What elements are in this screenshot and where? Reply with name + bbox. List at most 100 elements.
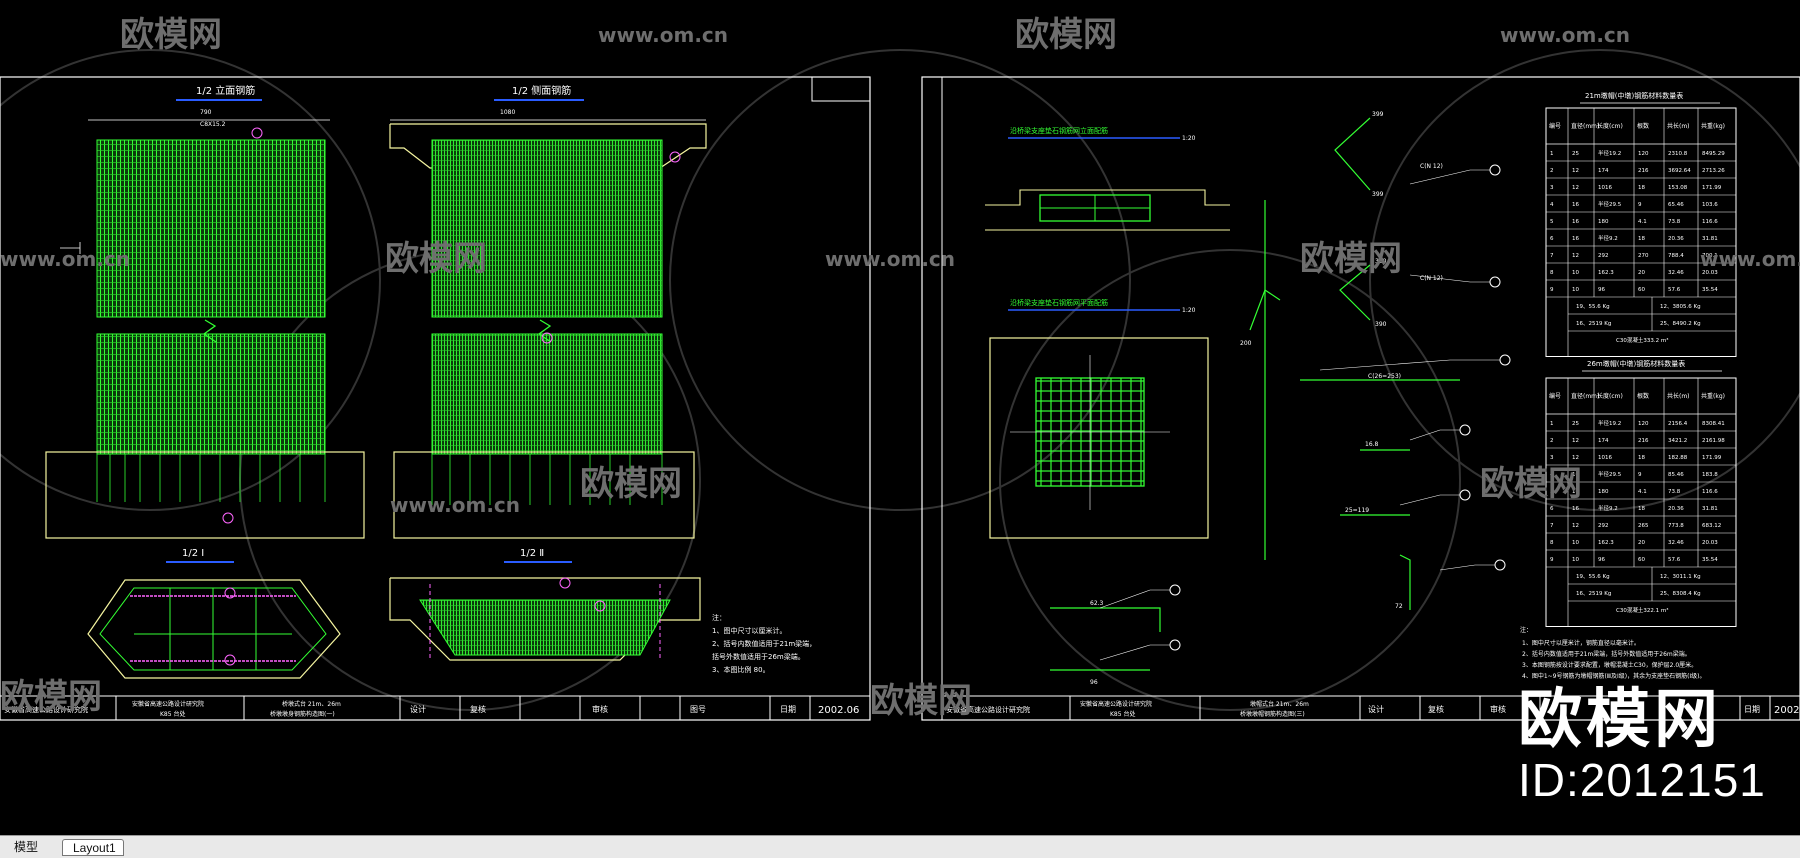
sheet1-tb-dwg1: 桥墩式台 21m、26m [282, 700, 341, 708]
table-cell: 162.3 [1598, 270, 1614, 276]
table-cell: 265 [1638, 523, 1649, 529]
svg-text:C(26=253): C(26=253) [1368, 373, 1401, 380]
table-cell: 73.8 [1668, 219, 1681, 225]
table-cell: 3421.2 [1668, 438, 1687, 444]
watermark-brand: 欧模网 [580, 464, 682, 504]
view1-title: 1/2 立面钢筋 [196, 84, 255, 97]
detail2-title: 沿桥梁支座垫石钢筋网平面配筋 [1010, 298, 1108, 307]
table-cell: 32.46 [1668, 540, 1684, 546]
elevation-view-1: 1/2 立面钢筋 790 C8X15.2 [45, 84, 365, 539]
watermark-brand: 欧模网 [385, 239, 487, 279]
table-cell: 8 [1550, 270, 1554, 276]
table-header: 编号 [1549, 392, 1561, 400]
table-cell: 10 [1572, 557, 1579, 563]
view1-footing [45, 451, 365, 539]
watermark-brand: 欧模网 [0, 677, 102, 717]
table-sum: 16、2519 Kg [1576, 321, 1611, 327]
table-cell: 216 [1638, 168, 1649, 174]
sheet-1: 1/2 立面钢筋 790 C8X15.2 [0, 76, 871, 721]
table-cell: 半径9.2 [1598, 234, 1618, 242]
svg-text:25=119: 25=119 [1345, 507, 1369, 514]
table-cell: 2310.8 [1668, 151, 1688, 157]
table-cell: 12 [1572, 523, 1579, 529]
watermark-row-low: 欧模网 www.om.cn 欧模网 欧模网 欧模网 [0, 464, 1582, 721]
tab-model[interactable]: 模型 [14, 840, 39, 854]
cad-model-space[interactable]: 1/2 立面钢筋 790 C8X15.2 [0, 0, 1800, 835]
table-cell: 20.36 [1668, 236, 1684, 242]
sheet1-title-block: 安徽省高速公路设计研究院 安徽省高速公路设计研究院 K85 台处 桥墩式台 21… [0, 695, 871, 721]
table-cell: 1 [1550, 421, 1554, 427]
section1-title: 1/2 Ⅰ [182, 548, 204, 559]
table-header: 共长(m) [1667, 122, 1690, 130]
table-cell: 18 [1638, 506, 1645, 512]
sheet2-tb-design: 设计 [1368, 704, 1384, 714]
sheet1-tb-dwg2: 桥墩墩身钢筋构造图(一) [270, 710, 335, 718]
watermark-brand: 欧模网 [870, 681, 972, 721]
table-cell: 1016 [1598, 455, 1612, 461]
table-cell: 216 [1638, 438, 1649, 444]
table-cell: 3692.64 [1668, 168, 1691, 174]
table-cell: 182.88 [1668, 455, 1688, 461]
sheet2-notes: 注： 1、图中尺寸以厘米计，钢筋直径以毫米计。 2、括号内数值适用于21m梁端，… [1520, 626, 1706, 680]
table-cell: 700.1 [1702, 253, 1718, 259]
svg-text:C(N 12): C(N 12) [1420, 275, 1443, 282]
table-header: 共长(m) [1667, 392, 1690, 400]
table-cell: 18 [1638, 185, 1645, 191]
watermark-logos: 欧模网 www.om.cn 欧模网 www.om.cn www.om.cn 欧模… [0, 15, 1800, 721]
table-sum: C30混凝土333.2 m³ [1616, 336, 1668, 344]
view1-dim-c: C8X15.2 [200, 121, 226, 128]
sheet2-notes-title: 注： [1520, 626, 1532, 634]
material-table-26m: 26m墩帽(中墩)钢筋材料数量表 编号直径(mm)长度(cm)根数共长(m)共重… [1545, 359, 1737, 627]
table-cell: 103.6 [1702, 202, 1718, 208]
table-cell: 18 [1638, 236, 1645, 242]
table1-title: 21m墩帽(中墩)钢筋材料数量表 [1585, 91, 1683, 100]
table-sum: 16、2519 Kg [1576, 591, 1611, 597]
table-cell: 2713.26 [1702, 168, 1725, 174]
table-header: 直径(mm) [1571, 392, 1599, 400]
svg-text:72: 72 [1395, 603, 1403, 610]
table-cell: 9 [1550, 287, 1554, 293]
table-cell: 25 [1572, 421, 1579, 427]
watermark-row-top: 欧模网 www.om.cn 欧模网 www.om.cn [120, 15, 1630, 55]
sheet1-tb-check: 审核 [592, 704, 608, 714]
sheet2-tb-date: 2002 [1774, 705, 1799, 716]
table-cell: 35.54 [1702, 557, 1718, 563]
sheet1-note-4: 3、本图比例 80。 [712, 665, 770, 674]
detail-2-plan: 沿桥梁支座垫石钢筋网平面配筋 1:20 [989, 298, 1209, 539]
sheet2-tb-check: 审核 [1490, 704, 1506, 714]
watermark-url: www.om.cn [0, 247, 130, 271]
section-view-2: 1/2 Ⅱ [389, 548, 701, 661]
table-cell: 2 [1550, 438, 1554, 444]
detail1-title: 沿桥梁支座垫石钢筋网立面配筋 [1010, 126, 1108, 135]
table-cell: 半径19.2 [1598, 419, 1621, 427]
table-cell: 4.1 [1638, 489, 1647, 495]
table-cell: 35.54 [1702, 287, 1718, 293]
table-cell: 12 [1572, 168, 1579, 174]
table-cell: 半径29.5 [1598, 470, 1622, 478]
svg-text:62.3: 62.3 [1090, 600, 1104, 607]
table-cell: 60 [1638, 557, 1645, 563]
table-header: 编号 [1549, 122, 1561, 130]
svg-text:399: 399 [1372, 111, 1384, 118]
table-cell: 16 [1572, 219, 1579, 225]
cad-drawing[interactable]: 1/2 立面钢筋 790 C8X15.2 [0, 0, 1800, 835]
sheet1-tb-org: 安徽省高速公路设计研究院 [4, 705, 88, 714]
table-cell: 半径29.5 [1598, 200, 1622, 208]
sheet2-tb-review: 复核 [1428, 704, 1444, 714]
table2-title: 26m墩帽(中墩)钢筋材料数量表 [1587, 359, 1685, 368]
sheet1-tb-org2: 安徽省高速公路设计研究院 [132, 700, 204, 708]
table-cell: 31.81 [1702, 506, 1718, 512]
table-header: 直径(mm) [1571, 122, 1599, 130]
table-cell: 2156.4 [1668, 421, 1688, 427]
table-sum: 12、3805.6 Kg [1660, 304, 1701, 310]
table-sum: 25、8308.4 Kg [1660, 591, 1701, 597]
sheet1-tb-design: 设计 [410, 704, 426, 714]
watermark-url: www.om.cn [1500, 23, 1630, 47]
side-view-2: 1/2 侧面钢筋 1080 [389, 84, 707, 539]
table-cell: 57.6 [1668, 287, 1681, 293]
watermark-row-mid: www.om.cn 欧模网 www.om.cn 欧模网 www.om.cn [0, 239, 1800, 279]
table-sum: 19、55.6 Kg [1576, 574, 1610, 580]
table-cell: 57.6 [1668, 557, 1681, 563]
tab-layout1[interactable]: Layout1 [62, 839, 124, 856]
